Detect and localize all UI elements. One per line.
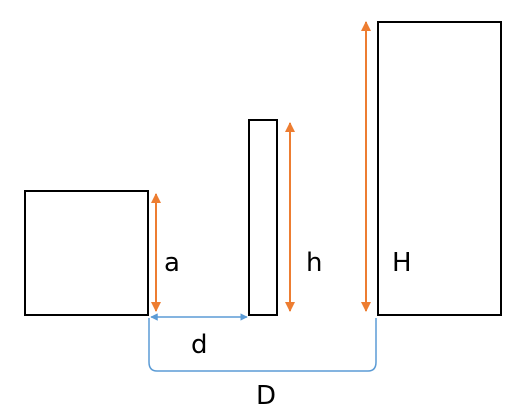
label-H: H [392,248,412,278]
label-h: h [306,248,322,278]
label-a: a [164,248,180,278]
label-d: d [191,330,208,360]
thin-block [248,119,278,316]
square-block [24,190,149,316]
distance-bracket-D [148,318,377,372]
label-D: D [256,381,276,411]
tall-block [377,21,502,316]
